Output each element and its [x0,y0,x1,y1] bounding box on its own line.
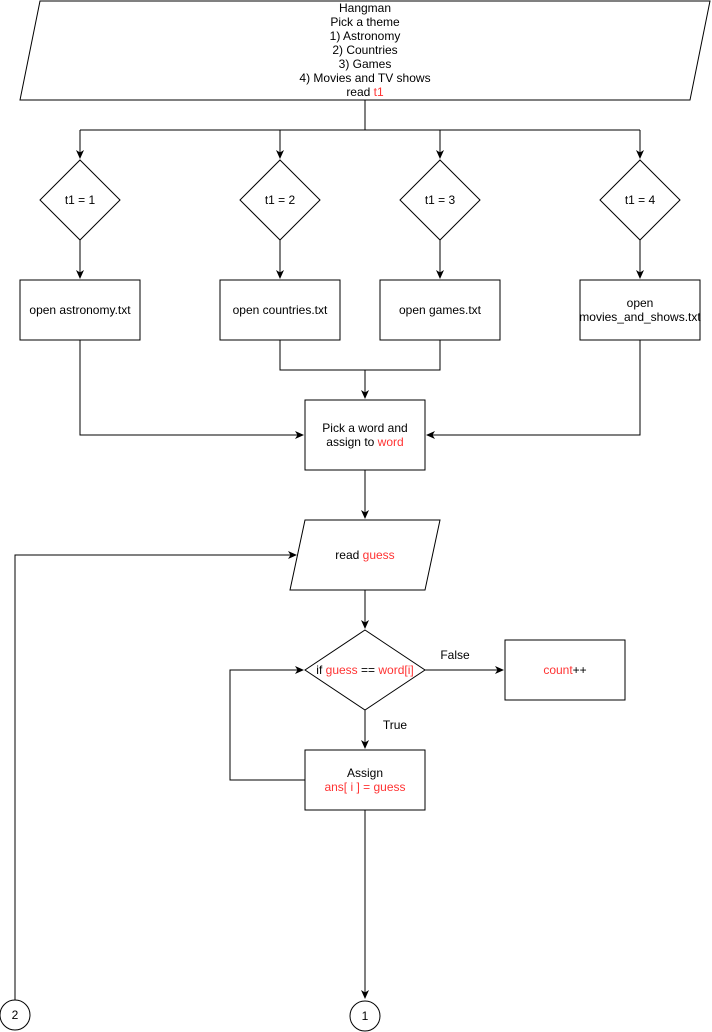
assign-operator: = [359,780,374,794]
open-to-pick-lines [79,340,641,439]
open-astronomy-box[interactable] [19,279,141,341]
open-movies-label: open movies_and_shows.txt [570,280,710,340]
connector-2-label: 2 [11,1008,19,1022]
t1-variable: t1 [373,85,384,99]
open-games-label: open games.txt [398,303,482,317]
guess-variable: guess [362,548,395,562]
assign-label: Assign ans[ i ] = guess [305,750,425,810]
open-games-box[interactable] [379,279,501,341]
equals-operator: == [357,663,379,677]
word-variable: word [377,435,404,449]
pick-word-line2: assign to word [326,435,403,449]
open-movies-line1: open [626,296,654,310]
count-variable: count [543,663,573,677]
connector-1-circle[interactable] [349,1000,381,1032]
start-input-shape[interactable] [19,0,711,101]
decision-to-open-lines [76,240,644,279]
read-keyword: read [346,85,374,99]
start-prompt: Pick a theme [330,15,400,29]
condition-label: if guess == word[i] [305,663,425,677]
count-increment-label: count++ [505,640,625,700]
assign-box[interactable] [304,749,426,811]
pick-word-label: Pick a word and assign to word [305,400,425,470]
connector-2-circle[interactable] [0,999,31,1031]
assign-to-text: assign to [326,435,378,449]
read-guess-line: read guess [335,548,394,562]
connector-2-loop-line [14,551,297,1000]
guess-variable: guess [325,663,358,677]
pick-word-box[interactable] [304,399,426,471]
read-t1-line: read t1 [255,85,475,99]
count-increment-box[interactable] [504,639,626,701]
read-guess-shape[interactable] [289,519,441,591]
false-label: False [440,648,470,662]
ans-i-variable: ans[ i ] [324,780,360,794]
loop-back-line [229,666,305,781]
open-movies-box[interactable] [579,279,701,341]
connector-1-label: 1 [361,1009,369,1023]
decision-t1-2-label: t1 = 2 [264,193,296,207]
theme-option-3: 3) Games [338,57,392,71]
decision-t1-4-label: t1 = 4 [624,193,656,207]
if-keyword: if [316,663,326,677]
open-astronomy-label: open astronomy.txt [29,303,131,317]
count-line: count++ [543,663,586,677]
assign-line1: Assign [346,766,384,780]
pick-word-line1: Pick a word and [322,421,408,435]
open-movies-line2: movies_and_shows.txt [579,310,701,324]
start-text: Hangman Pick a theme 1) Astronomy 2) Cou… [255,1,475,99]
read-keyword: read [335,548,363,562]
theme-option-2: 2) Countries [332,43,398,57]
word-i-variable: word[i] [378,663,414,677]
read-guess-label: read guess [295,520,435,590]
theme-option-4: 4) Movies and TV shows [299,71,431,85]
increment-operator: ++ [572,663,587,677]
open-countries-box[interactable] [219,279,341,341]
start-title: Hangman [338,1,392,15]
decision-t1-1-label: t1 = 1 [64,193,96,207]
open-countries-label: open countries.txt [232,303,328,317]
assign-line2: ans[ i ] = guess [324,780,405,794]
decision-t1-3-label: t1 = 3 [424,193,456,207]
guess-variable: guess [373,780,406,794]
theme-option-1: 1) Astronomy [329,29,401,43]
branch-lines [76,100,644,159]
true-label: True [382,718,408,732]
